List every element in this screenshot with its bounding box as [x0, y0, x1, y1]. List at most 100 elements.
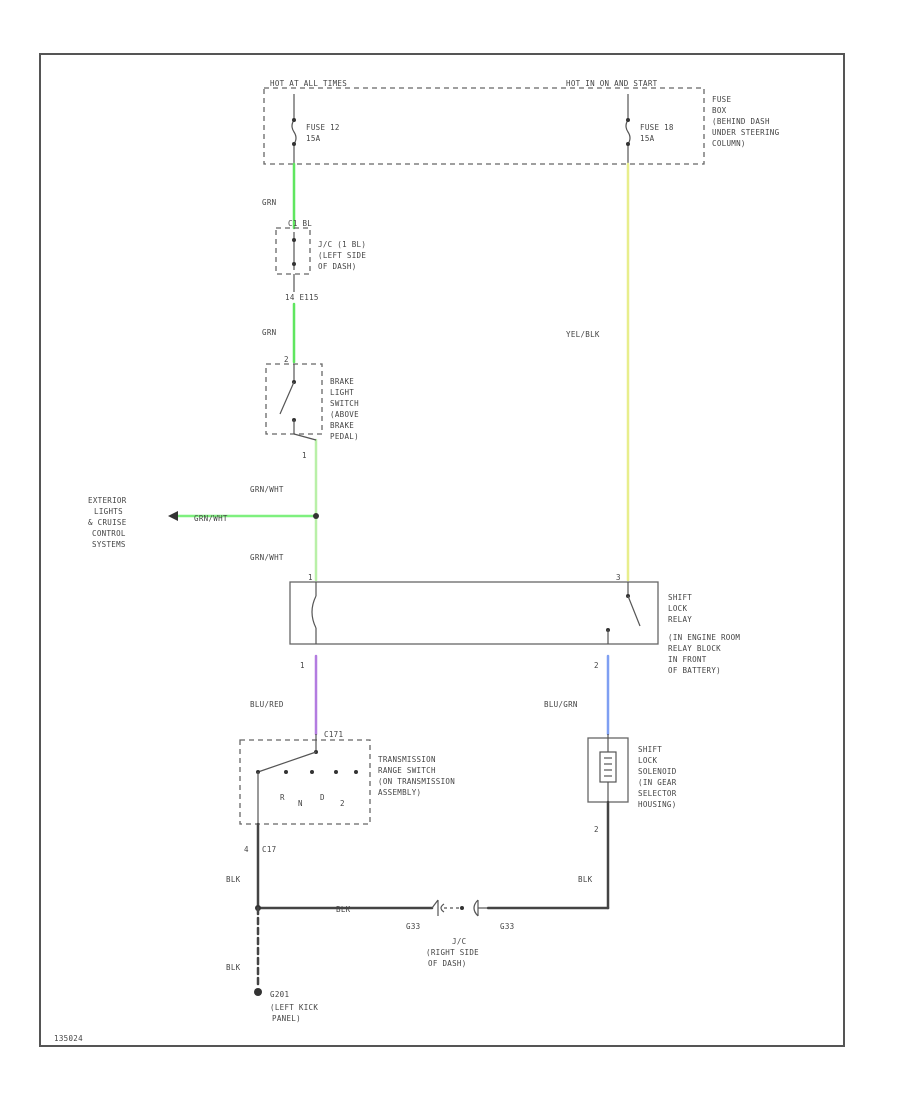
wire-grn-lower-label: GRN — [262, 328, 276, 337]
relay-pin-bottom-left: 1 — [300, 661, 305, 670]
svg-text:R: R — [280, 793, 285, 802]
wire-blu-red-label: BLU/RED — [250, 700, 284, 709]
svg-text:J/C: J/C — [452, 937, 466, 946]
fuse-left: FUSE 12 15A — [291, 94, 340, 164]
svg-text:RELAY BLOCK: RELAY BLOCK — [668, 644, 721, 653]
svg-text:RANGE SWITCH: RANGE SWITCH — [378, 766, 436, 775]
solenoid-label: SHIFT LOCK SOLENOID (IN GEAR SELECTOR HO… — [638, 745, 677, 809]
junction-label: J/C (1 BL) (LEFT SIDE OF DASH) — [318, 240, 366, 271]
svg-text:OF DASH): OF DASH) — [428, 959, 467, 968]
brake-to-wire-link — [293, 433, 317, 441]
svg-text:COLUMN): COLUMN) — [712, 139, 746, 148]
svg-text:LIGHT: LIGHT — [330, 388, 354, 397]
svg-text:OF BATTERY): OF BATTERY) — [668, 666, 721, 675]
fuse-box-label: FUSE BOX (BEHIND DASH UNDER STEERING COL… — [712, 95, 780, 148]
svg-text:& CRUISE: & CRUISE — [88, 518, 127, 527]
relay-coil — [311, 582, 317, 644]
wire-blu-grn-label: BLU/GRN — [544, 700, 578, 709]
transmission-switch-label: TRANSMISSION RANGE SWITCH (ON TRANSMISSI… — [378, 755, 455, 797]
ground-junction-left-conn: G33 — [406, 922, 420, 931]
fuse-left-name: FUSE 12 — [306, 123, 340, 132]
fuse-left-amps: 15A — [306, 134, 321, 143]
exterior-lights-label: EXTERIOR LIGHTS & CRUISE CONTROL SYSTEMS — [88, 496, 127, 549]
brake-switch-pin-bottom: 1 — [302, 451, 307, 460]
transmission-positions: R N D 2 — [280, 793, 345, 808]
svg-text:BRAKE: BRAKE — [330, 377, 354, 386]
transmission-connector-label: C171 — [324, 730, 343, 739]
solenoid-pin-bottom: 2 — [594, 825, 599, 834]
fuse-right: FUSE 18 15A — [625, 94, 674, 164]
svg-text:SHIFT: SHIFT — [638, 745, 662, 754]
transmission-switch-contacts — [256, 734, 358, 824]
svg-text:UNDER STEERING: UNDER STEERING — [712, 128, 780, 137]
junction-pins: 14 E115 — [285, 293, 319, 302]
svg-text:LIGHTS: LIGHTS — [94, 507, 123, 516]
wire-blk-left-label: BLK — [226, 875, 241, 884]
svg-text:(IN GEAR: (IN GEAR — [638, 778, 677, 787]
ground-junction-connectors — [431, 899, 488, 917]
junction-box-outline — [275, 227, 311, 275]
svg-text:PEDAL): PEDAL) — [330, 432, 359, 441]
fuse-right-amps: 15A — [640, 134, 655, 143]
svg-text:SYSTEMS: SYSTEMS — [92, 540, 126, 549]
brake-switch-contact — [279, 364, 296, 434]
svg-text:(ON TRANSMISSION: (ON TRANSMISSION — [378, 777, 455, 786]
transmission-connector-bottom: C17 — [262, 845, 276, 854]
svg-text:FUSE: FUSE — [712, 95, 731, 104]
svg-text:(IN ENGINE ROOM: (IN ENGINE ROOM — [668, 633, 740, 642]
solenoid-coil — [599, 734, 617, 802]
svg-text:IN FRONT: IN FRONT — [668, 655, 707, 664]
ground-junction-label: J/C (RIGHT SIDE OF DASH) — [426, 937, 479, 968]
svg-text:(BEHIND DASH: (BEHIND DASH — [712, 117, 770, 126]
svg-text:SHIFT: SHIFT — [668, 593, 692, 602]
svg-text:BOX: BOX — [712, 106, 727, 115]
svg-text:D: D — [320, 793, 325, 802]
wire-blk-bottom-label: BLK — [336, 905, 351, 914]
svg-text:(ABOVE: (ABOVE — [330, 410, 359, 419]
relay-pin-top-left: 1 — [308, 573, 313, 582]
wire-grn-wht-branch-label: GRN/WHT — [194, 514, 228, 523]
svg-text:SOLENOID: SOLENOID — [638, 767, 677, 776]
svg-text:(RIGHT SIDE: (RIGHT SIDE — [426, 948, 479, 957]
splice-dot — [313, 513, 319, 519]
transmission-switch-outline — [239, 739, 371, 825]
svg-text:CONTROL: CONTROL — [92, 529, 126, 538]
wire-yel-blk-label: YEL/BLK — [566, 330, 600, 339]
wire-grn-wht-lower-label: GRN/WHT — [250, 553, 284, 562]
svg-text:N: N — [298, 799, 303, 808]
wire-blk-ground-label: BLK — [226, 963, 241, 972]
svg-text:SELECTOR: SELECTOR — [638, 789, 677, 798]
junction-connector-label: C1 BL — [288, 219, 312, 228]
svg-text:PANEL): PANEL) — [272, 1014, 301, 1023]
svg-text:BRAKE: BRAKE — [330, 421, 354, 430]
shift-relay-label: SHIFT LOCK RELAY (IN ENGINE ROOM RELAY B… — [668, 593, 740, 675]
relay-pin-top-right: 3 — [616, 573, 621, 582]
svg-text:ASSEMBLY): ASSEMBLY) — [378, 788, 421, 797]
fuse-right-name: FUSE 18 — [640, 123, 674, 132]
svg-text:RELAY: RELAY — [668, 615, 692, 624]
ground-id: G201 — [270, 990, 289, 999]
brake-switch-pin-top: 2 — [284, 355, 289, 364]
shift-relay-outline — [289, 581, 659, 645]
svg-text:(LEFT SIDE: (LEFT SIDE — [318, 251, 366, 260]
wire-grn-wht-upper-label: GRN/WHT — [250, 485, 284, 494]
wire-blk-right-label: BLK — [578, 875, 593, 884]
svg-text:LOCK: LOCK — [638, 756, 657, 765]
svg-text:OF DASH): OF DASH) — [318, 262, 357, 271]
ground-junction-right-conn: G33 — [500, 922, 514, 931]
brake-switch-label: BRAKE LIGHT SWITCH (ABOVE BRAKE PEDAL) — [330, 377, 359, 441]
relay-switch — [606, 582, 641, 644]
transmission-pin-bottom: 4 — [244, 845, 249, 854]
ground-icon — [254, 988, 262, 996]
arrow-left-icon — [168, 511, 178, 521]
junction-box — [292, 232, 296, 270]
figure-id: 135024 — [54, 1034, 83, 1043]
wire-grn-upper-label: GRN — [262, 198, 276, 207]
svg-text:EXTERIOR: EXTERIOR — [88, 496, 127, 505]
svg-text:TRANSMISSION: TRANSMISSION — [378, 755, 436, 764]
diagram-frame — [39, 53, 845, 1047]
svg-text:SWITCH: SWITCH — [330, 399, 359, 408]
svg-text:LOCK: LOCK — [668, 604, 687, 613]
hot-in-on-start-label: HOT IN ON AND START — [566, 79, 658, 88]
